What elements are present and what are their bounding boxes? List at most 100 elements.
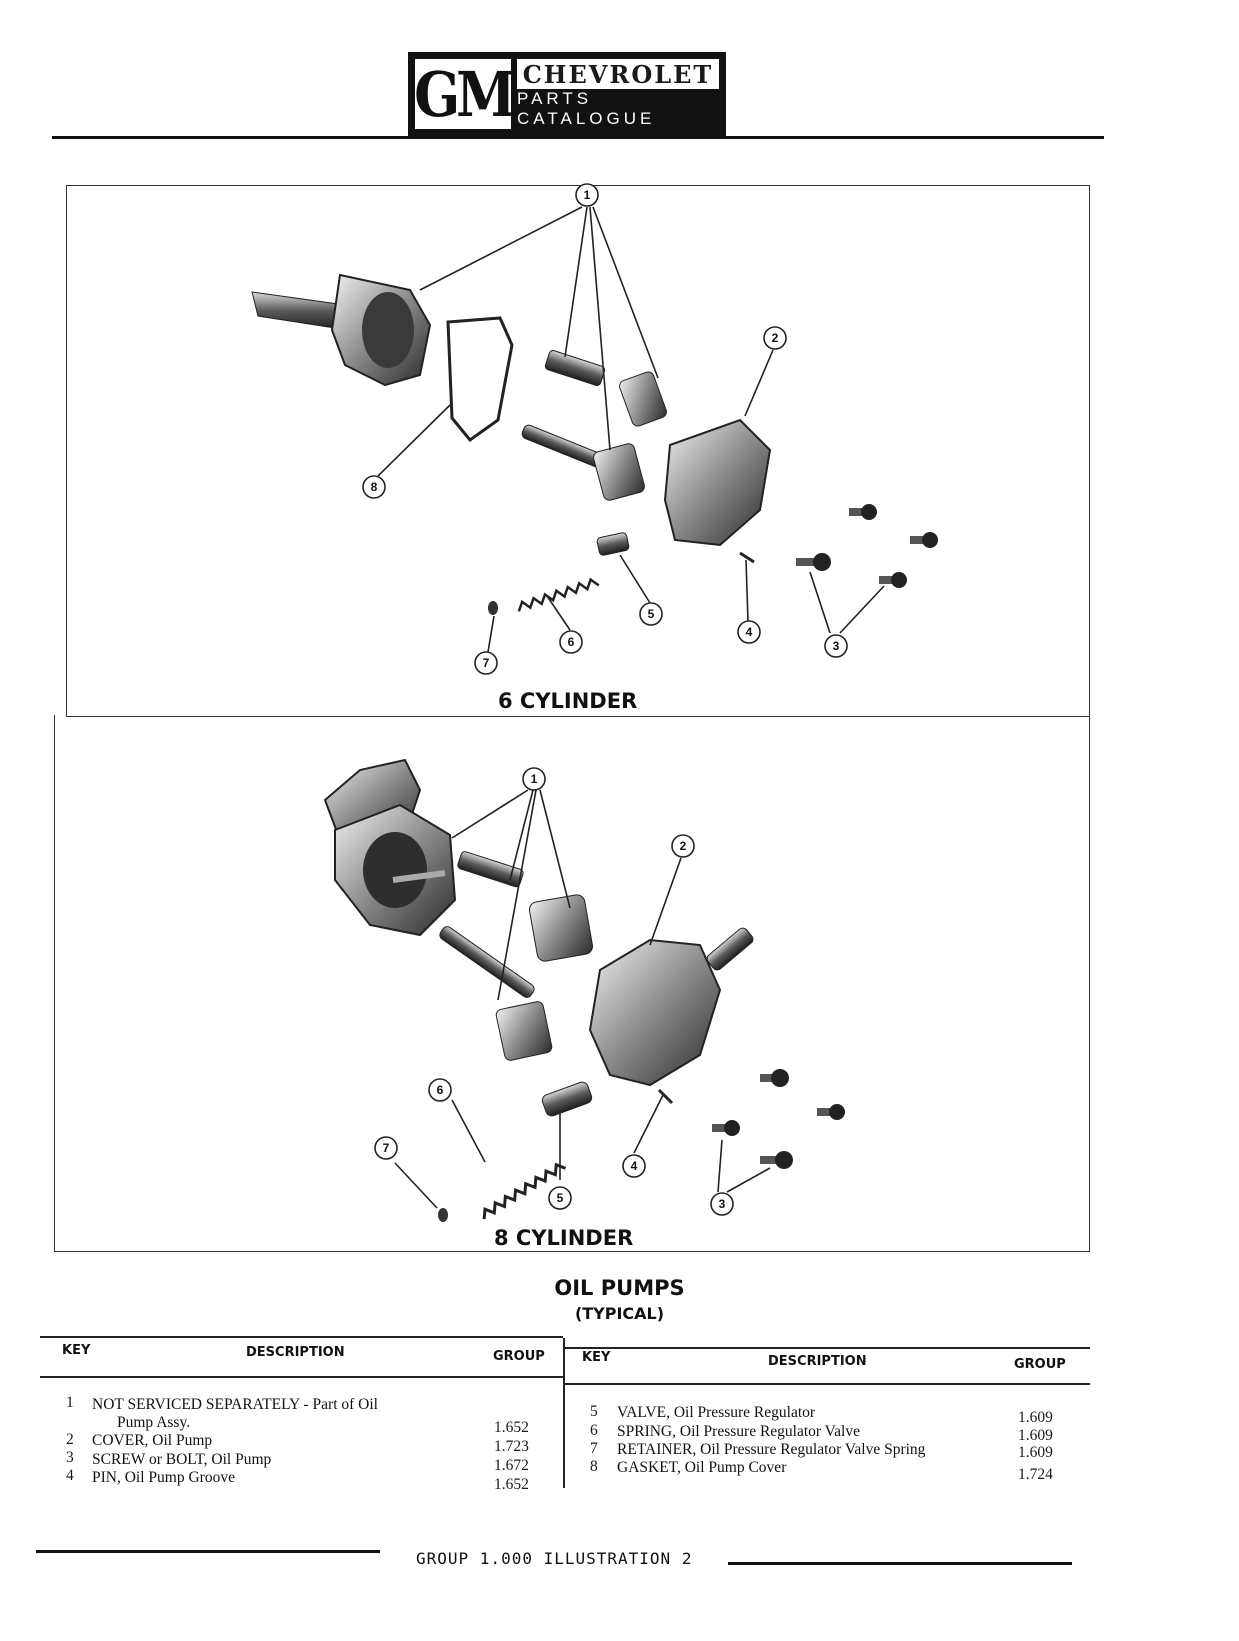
pin-6cyl: [739, 551, 755, 564]
footer-rule-left: [36, 1550, 380, 1553]
row-8-description: GASKET, Oil Pump Cover: [617, 1459, 787, 1476]
row-3-group: 1.672: [494, 1457, 529, 1474]
svg-text:3: 3: [833, 639, 840, 653]
idler-shaft-6cyl: [544, 350, 606, 386]
table-top-rule-right: [563, 1347, 1090, 1349]
cover-8cyl: [588, 927, 754, 1087]
cover-6cyl: [663, 418, 772, 547]
retainer-6cyl: [488, 601, 498, 615]
brand-name: CHEVROLET: [517, 59, 719, 89]
row-2-group: 1.723: [494, 1438, 529, 1455]
row-2-description: COVER, Oil Pump: [92, 1432, 213, 1449]
svg-text:3: 3: [719, 1197, 726, 1211]
spring-8cyl: [482, 1162, 567, 1220]
row-4-key: 4: [66, 1467, 74, 1484]
driven-gear-8cyl: [528, 894, 594, 962]
row-3-description: SCREW or BOLT, Oil Pump: [92, 1451, 272, 1468]
callout-8cyl-2: 2: [671, 834, 695, 858]
screws-6cyl: [796, 504, 938, 588]
header-description-left: DESCRIPTION: [246, 1345, 345, 1360]
gm-chevrolet-logo: GM CHEVROLET PARTS CATALOGUE: [408, 52, 726, 136]
catalogue-subtitle: PARTS CATALOGUE: [517, 89, 656, 128]
row-6-description: SPRING, Oil Pressure Regulator Valve: [617, 1423, 860, 1440]
row-4-description: PIN, Oil Pump Groove: [92, 1469, 235, 1486]
pin-8cyl: [657, 1088, 674, 1105]
pump-body-6cyl: [251, 273, 432, 387]
svg-text:1: 1: [531, 772, 538, 786]
gasket-6cyl: [446, 316, 514, 443]
row-1-description: NOT SERVICED SEPARATELY - Part of Oil: [92, 1396, 378, 1413]
row-6-key: 6: [590, 1422, 598, 1439]
svg-text:2: 2: [680, 839, 687, 853]
callout-6cyl-7: 7: [474, 651, 498, 675]
callout-8cyl-1: 1: [522, 767, 546, 791]
row-1-group: 1.652: [494, 1419, 529, 1436]
header-group-right: GROUP: [1014, 1357, 1066, 1372]
row-6-group: 1.609: [1018, 1427, 1053, 1444]
idler-shaft-8cyl: [457, 851, 524, 888]
row-7-key: 7: [590, 1440, 598, 1457]
row-5-key: 5: [590, 1403, 598, 1420]
row-1-description-cont: Pump Assy.: [117, 1414, 191, 1431]
row-5-group: 1.609: [1018, 1409, 1053, 1426]
section-subtitle: (TYPICAL): [574, 1304, 665, 1323]
svg-text:8: 8: [371, 480, 378, 494]
callout-8cyl-7: 7: [374, 1136, 398, 1160]
svg-text:4: 4: [746, 625, 753, 639]
row-2-key: 2: [66, 1431, 74, 1448]
footer-rule-right: [728, 1562, 1072, 1565]
leader-lines-8cyl: [394, 789, 771, 1209]
table-header-rule-left: [40, 1376, 563, 1378]
svg-text:7: 7: [383, 1141, 390, 1155]
figure-frame-6-cylinder: [66, 185, 1090, 717]
callout-6cyl-5: 5: [639, 602, 663, 626]
callout-6cyl-8: 8: [362, 475, 386, 499]
caption-6-cylinder: 6 CYLINDER: [498, 689, 638, 713]
callout-8cyl-5: 5: [548, 1186, 572, 1210]
header-key-left: KEY: [62, 1343, 91, 1358]
section-title: OIL PUMPS: [554, 1276, 685, 1300]
row-8-group: 1.724: [1018, 1466, 1053, 1483]
callout-6cyl-1: 1: [575, 183, 599, 207]
table-top-rule-left: [40, 1336, 563, 1338]
driven-gear-6cyl: [619, 371, 667, 427]
row-5-description: VALVE, Oil Pressure Regulator: [617, 1404, 816, 1421]
callout-8cyl-4: 4: [622, 1154, 646, 1178]
callout-8cyl-3: 3: [710, 1192, 734, 1216]
row-1-key: 1: [66, 1394, 74, 1411]
callout-6cyl-6: 6: [559, 630, 583, 654]
spring-6cyl: [517, 577, 600, 612]
drive-gear-shaft-8cyl: [439, 926, 553, 1061]
svg-text:5: 5: [648, 607, 655, 621]
row-3-key: 3: [66, 1449, 74, 1466]
svg-text:6: 6: [568, 635, 575, 649]
gm-logo-mark: GM: [414, 57, 516, 131]
figure-frame-8-cylinder: [54, 715, 1090, 1252]
svg-text:5: 5: [557, 1191, 564, 1205]
row-7-group: 1.609: [1018, 1444, 1053, 1461]
header-key-right: KEY: [582, 1350, 611, 1365]
callout-6cyl-2: 2: [763, 326, 787, 350]
retainer-8cyl: [438, 1208, 448, 1222]
leader-lines-6cyl: [377, 206, 885, 653]
pump-body-8cyl: [323, 758, 457, 937]
svg-text:7: 7: [483, 656, 490, 670]
drive-gear-shaft-6cyl: [521, 424, 645, 501]
valve-6cyl: [596, 532, 630, 556]
table-header-rule-right: [563, 1383, 1090, 1385]
header-group-left: GROUP: [493, 1349, 545, 1364]
row-4-group: 1.652: [494, 1476, 529, 1493]
callout-6cyl-3: 3: [824, 634, 848, 658]
callout-6cyl-4: 4: [737, 620, 761, 644]
footer-illustration-label: GROUP 1.000 ILLUSTRATION 2: [416, 1549, 693, 1568]
row-7-description: RETAINER, Oil Pressure Regulator Valve S…: [617, 1441, 926, 1458]
screws-8cyl: [712, 1069, 845, 1169]
svg-text:4: 4: [631, 1159, 638, 1173]
valve-8cyl: [541, 1081, 593, 1117]
svg-text:2: 2: [772, 331, 779, 345]
svg-text:6: 6: [437, 1083, 444, 1097]
svg-text:1: 1: [584, 188, 591, 202]
